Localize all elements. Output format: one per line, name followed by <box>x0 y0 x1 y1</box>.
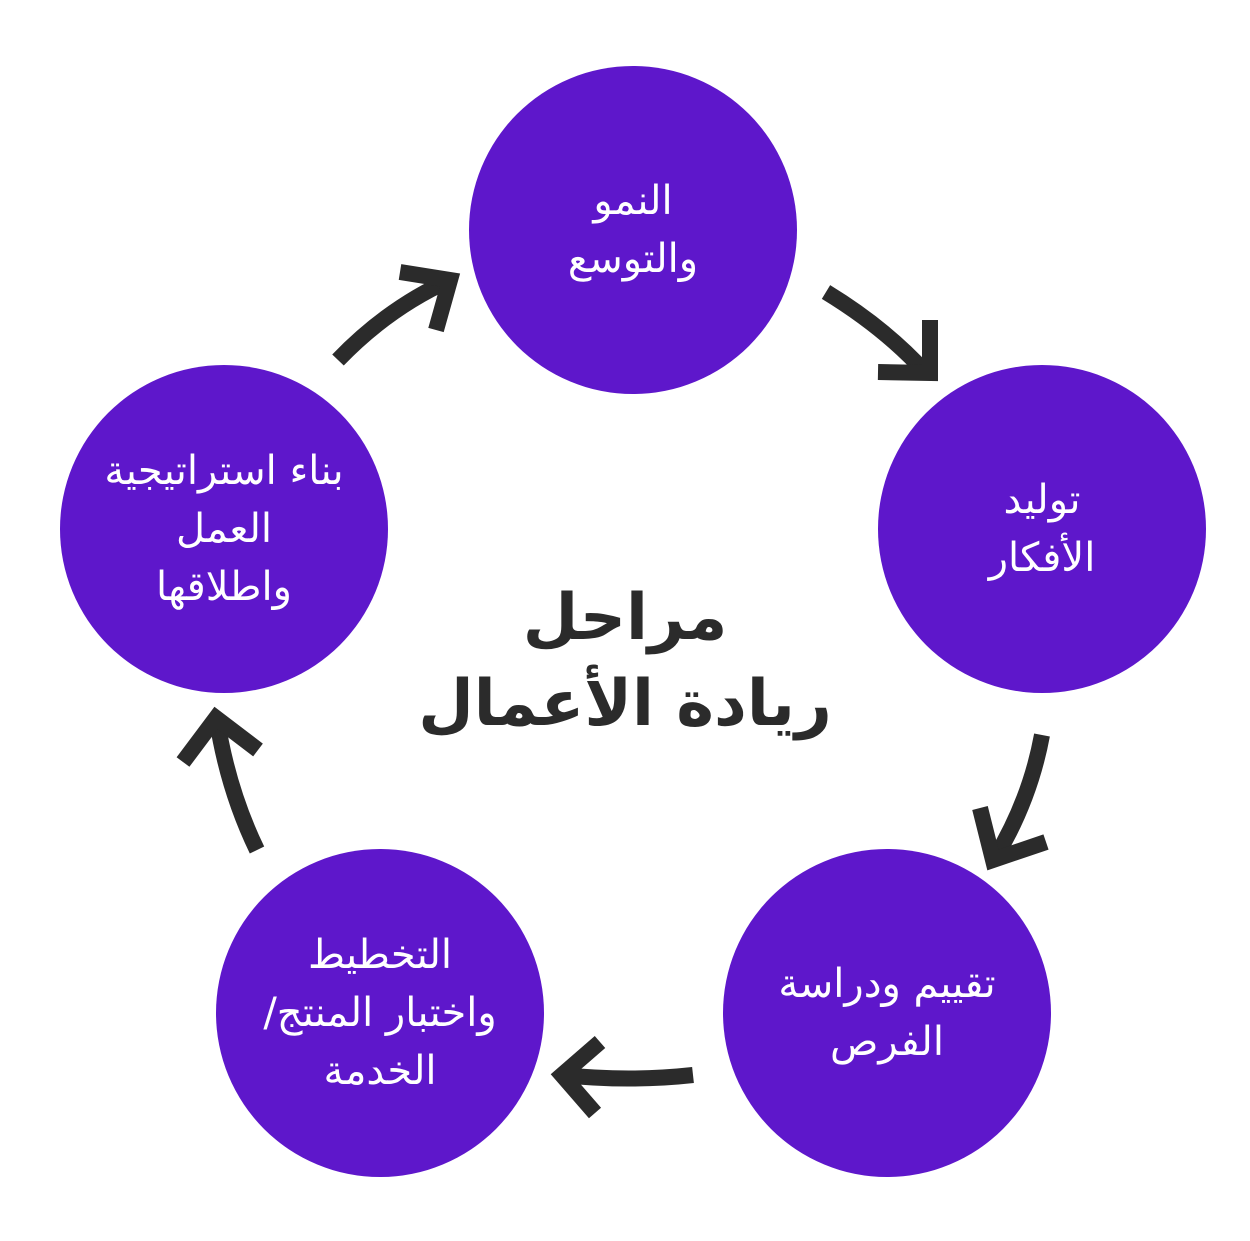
arrow-evaluation-to-planning <box>561 1067 694 1087</box>
arrow-growth-to-ideas <box>821 285 931 378</box>
stage-label: توليد الأفكار <box>988 477 1096 581</box>
arrow-evaluation-to-planning-head <box>550 1035 606 1119</box>
stage-opportunity-evaluation: تقييم ودراسة الفرص <box>723 849 1051 1177</box>
stage-label: النمو والتوسع <box>567 178 699 282</box>
arrow-growth-to-ideas-head <box>877 320 938 382</box>
diagram-title: مراحل ريادة الأعمال <box>418 581 832 741</box>
stage-label: التخطيط واختبار المنتج/ الخدمة <box>263 932 497 1094</box>
stage-growth: النمو والتوسع <box>469 66 797 394</box>
stage-label: بناء استراتيجية العمل واطلاقها <box>104 448 344 610</box>
arrow-ideas-to-evaluation <box>988 733 1050 863</box>
stage-label: تقييم ودراسة الفرص <box>778 961 996 1065</box>
stage-idea-generation: توليد الأفكار <box>878 365 1206 693</box>
stage-strategy-launch: بناء استراتيجية العمل واطلاقها <box>60 365 388 693</box>
arrow-planning-to-strategy <box>209 718 265 854</box>
arrow-strategy-to-growth-head <box>398 264 461 333</box>
arrow-planning-to-strategy-head <box>176 706 263 767</box>
arrow-ideas-to-evaluation-head <box>972 806 1049 871</box>
stage-planning-testing: التخطيط واختبار المنتج/ الخدمة <box>216 849 544 1177</box>
arrow-strategy-to-growth <box>332 272 454 366</box>
